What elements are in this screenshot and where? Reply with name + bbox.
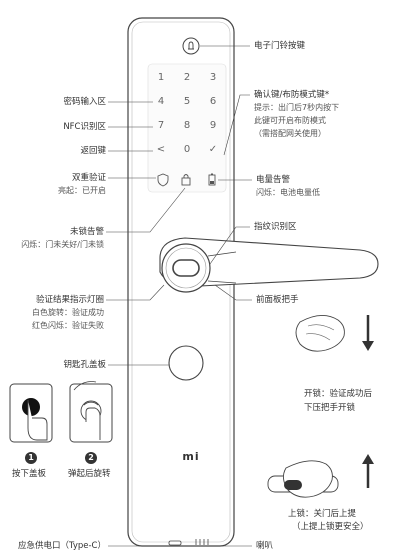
- label-handle: 前面板把手: [256, 295, 299, 305]
- key-back[interactable]: <: [156, 144, 166, 155]
- keypad-area: [147, 63, 227, 193]
- leader-lines: [106, 45, 252, 547]
- label-password-input: 密码输入区: [63, 97, 106, 107]
- key-2[interactable]: 2: [183, 72, 191, 83]
- key-0[interactable]: 0: [183, 144, 191, 155]
- label-battery: 电量告警: [256, 175, 291, 185]
- label-step2: 弹起后旋转: [68, 469, 111, 479]
- label-dual-verify-sub: 亮起：已开启: [58, 186, 106, 195]
- key-8[interactable]: 8: [183, 120, 191, 131]
- key-5[interactable]: 5: [183, 96, 191, 107]
- label-lock: 上锁：关门后上提: [288, 509, 357, 519]
- label-usb: 应急供电口（Type-C）: [17, 541, 106, 551]
- shield-icon: [157, 173, 169, 187]
- step1-finger: [27, 400, 48, 441]
- key-confirm[interactable]: ✓: [208, 144, 218, 155]
- speaker-grille: [195, 539, 209, 545]
- label-confirm-sub1: 提示：出门后7秒内按下: [254, 103, 340, 112]
- label-nfc: NFC识别区: [63, 122, 106, 132]
- label-result-ring-sub2: 红色闪烁：验证失败: [32, 321, 104, 330]
- step2-finger: [85, 407, 101, 440]
- label-lock-sub: （上提上锁更安全）: [292, 522, 369, 532]
- key-9[interactable]: 9: [209, 120, 217, 131]
- key-6[interactable]: 6: [209, 96, 217, 107]
- label-back-key: 返回键: [80, 146, 106, 156]
- label-fingerprint: 指纹识别区: [254, 222, 297, 232]
- lock-icon: [181, 177, 191, 186]
- label-keyhole-cover: 钥匙孔盖板: [63, 360, 106, 370]
- label-dual-verify: 双重验证: [71, 173, 106, 183]
- key-3[interactable]: 3: [209, 72, 217, 83]
- step1-number: 1: [25, 452, 37, 464]
- arrow-up-icon: [362, 454, 374, 488]
- label-speaker: 喇叭: [256, 541, 274, 551]
- label-battery-sub: 闪烁：电池电量低: [256, 188, 320, 197]
- key-4[interactable]: 4: [157, 96, 165, 107]
- arrow-down-icon: [362, 315, 374, 351]
- label-doorbell: 电子门铃按键: [254, 41, 306, 51]
- label-unlock-alarm-sub: 闪烁：门未关好/门未锁: [21, 240, 104, 249]
- handle-neck: [207, 251, 237, 284]
- label-result-ring-sub1: 白色旋转：验证成功: [32, 308, 104, 317]
- label-confirm-sub2: 此键可开启布防模式: [254, 116, 326, 125]
- label-step1: 按下盖板: [12, 469, 47, 479]
- key-1[interactable]: 1: [157, 72, 165, 83]
- label-confirm-key: 确认键/布防模式键*: [254, 90, 330, 100]
- label-result-ring: 验证结果指示灯圈: [35, 295, 104, 305]
- step2-number: 2: [85, 452, 97, 464]
- brand-logo: mi: [182, 450, 200, 463]
- label-confirm-sub3: （需搭配网关使用）: [254, 129, 326, 138]
- key-7[interactable]: 7: [157, 120, 165, 131]
- doorbell-button[interactable]: [182, 37, 200, 55]
- unlock-hand: [295, 315, 345, 352]
- bell-icon: [188, 41, 194, 50]
- fingerprint-sensor[interactable]: [172, 259, 200, 277]
- label-unlock-alarm: 未锁告警: [69, 227, 104, 237]
- label-unlock-sub: 下压把手开锁: [304, 403, 356, 413]
- usb-c-port: [168, 540, 182, 546]
- label-unlock: 开锁：验证成功后: [304, 389, 373, 399]
- keyhole-cover[interactable]: [168, 345, 204, 381]
